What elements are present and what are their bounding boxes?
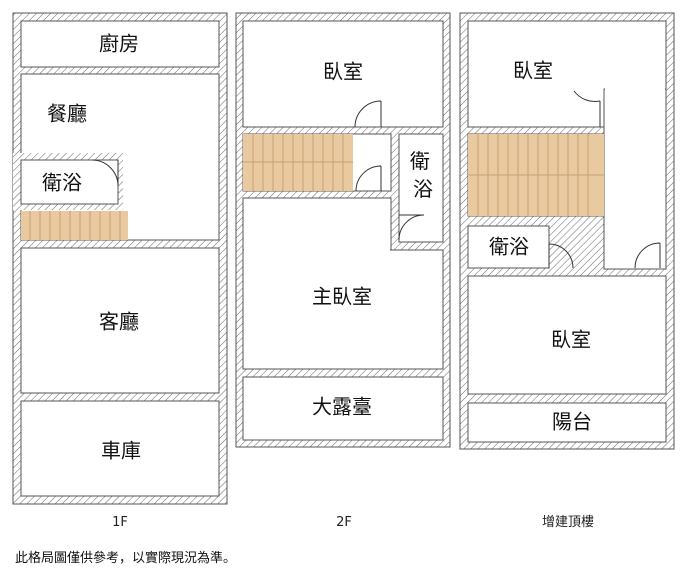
label-living: 客廳 xyxy=(99,310,139,334)
room-terrace xyxy=(242,376,444,441)
stairs-1f xyxy=(21,211,128,240)
floor-3f: 臥室 衛浴 臥室 陽台 增建頂樓 xyxy=(459,12,675,530)
room-kitchen xyxy=(20,20,220,68)
stairs-2f xyxy=(243,134,353,191)
disclaimer-note: 此格局圖僅供參考，以實際現況為準。 xyxy=(15,551,237,566)
label-bath-2f-char2: 浴 xyxy=(413,177,433,201)
door-corridor-3f xyxy=(634,242,661,269)
room-balcony xyxy=(467,402,667,443)
door-bath-1f xyxy=(91,159,119,187)
label-bath-1f: 衛浴 xyxy=(42,171,82,195)
room-bedroom-bottom xyxy=(467,275,667,395)
room-bath-2f xyxy=(398,133,444,243)
label-bedroom-bottom: 臥室 xyxy=(551,328,591,352)
stairs-3f xyxy=(467,133,605,217)
door-bedroom-top xyxy=(573,90,601,127)
floor-label-2f: 2F xyxy=(336,515,352,530)
room-living xyxy=(20,247,220,394)
door-bedroom-2f xyxy=(354,100,382,128)
room-garage xyxy=(20,400,220,497)
label-bath-2f-char1: 衛 xyxy=(410,149,430,173)
master-join-2f xyxy=(244,249,390,252)
label-terrace: 大露臺 xyxy=(312,395,372,419)
room-bath-1f xyxy=(20,159,119,205)
floor-label-3f: 增建頂樓 xyxy=(542,515,594,530)
floor-label-1f: 1F xyxy=(112,515,128,530)
label-garage: 車庫 xyxy=(101,439,141,463)
label-bath-3f: 衛浴 xyxy=(489,235,529,259)
label-bedroom-2f: 臥室 xyxy=(323,60,363,84)
label-balcony: 陽台 xyxy=(552,410,592,434)
door-bath-3f xyxy=(548,243,574,269)
floor-2f: 臥室 衛 浴 主臥室 大露臺 2F xyxy=(235,12,451,530)
room-bedroom-2f xyxy=(242,20,444,128)
corridor-join-3f xyxy=(605,88,665,128)
door-bath-2f xyxy=(398,214,425,241)
floor-1f: 廚房 餐廳 衛浴 客廳 車庫 1F xyxy=(12,12,228,530)
label-bath-2f: 衛 浴 xyxy=(410,149,436,201)
label-master: 主臥室 xyxy=(312,285,372,309)
label-kitchen: 廚房 xyxy=(99,32,139,56)
label-dining: 餐廳 xyxy=(47,102,87,126)
label-bedroom-top: 臥室 xyxy=(513,59,553,83)
room-master-2f xyxy=(242,249,444,370)
door-hall-2f xyxy=(355,165,382,192)
